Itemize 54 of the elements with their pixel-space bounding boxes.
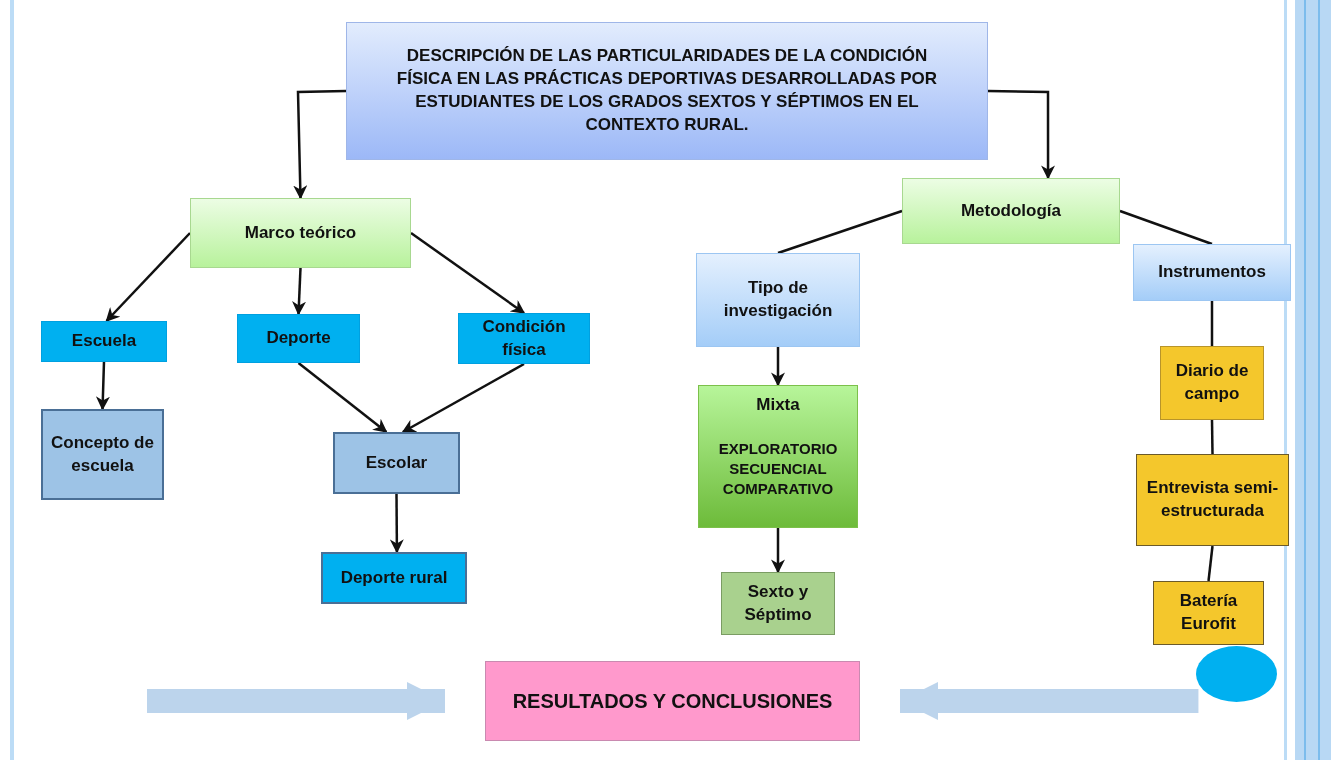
box-label: Marco teórico	[244, 221, 357, 244]
arrow	[389, 494, 404, 554]
connector-line	[777, 209, 903, 255]
title-box	[346, 22, 988, 160]
arrow	[771, 528, 785, 574]
arrow	[105, 232, 191, 322]
arrow	[297, 362, 388, 433]
method-box	[698, 385, 858, 528]
concept-box	[458, 313, 590, 364]
arrow	[410, 231, 526, 315]
method-box	[696, 253, 860, 347]
instrument-box	[1136, 454, 1289, 546]
concept-box	[333, 432, 460, 494]
box-note: EXPLORATORIO SECUENCIAL COMPARATIVO	[717, 438, 839, 500]
box-label: Instrumentos	[1158, 261, 1266, 284]
topic-box	[902, 178, 1120, 244]
connector-line	[1210, 420, 1214, 454]
box-label: Mixta	[756, 394, 800, 416]
box-label: Escuela	[71, 330, 137, 353]
box-label: Sexto y Séptimo	[743, 580, 813, 626]
method-box	[721, 572, 835, 635]
arrow	[95, 361, 110, 411]
box-label: Tipo de investigación	[722, 277, 834, 322]
concept-box	[321, 552, 467, 604]
ellipse-shape	[1196, 646, 1277, 702]
box-label: DESCRIPCIÓN DE LAS PARTICULARIDADES DE LA CONDICIÓN FÍSICA EN LAS PRÁCTICAS DEPORTIVAS DESARROLLADAS POR ESTUDIANTES DE LOS GRADOS SEXTOS Y SÉPTIMOS EN EL CONTEXTO RURAL.	[395, 45, 939, 136]
connector-line	[1207, 545, 1214, 582]
method-box	[1133, 244, 1291, 301]
block-arrow	[147, 682, 445, 720]
arrow	[293, 89, 347, 200]
box-label: Concepto de escuela	[50, 431, 155, 477]
concept-box	[237, 314, 360, 363]
instrument-box	[1160, 346, 1264, 420]
box-label: Entrevista semi-estructurada	[1145, 477, 1280, 522]
instrument-box	[1153, 581, 1264, 645]
topic-box	[190, 198, 411, 268]
block-arrow	[900, 682, 1199, 720]
box-label: Escolar	[365, 451, 428, 474]
arrow	[987, 89, 1056, 180]
concept-box	[41, 409, 164, 500]
box-label: Metodología	[960, 199, 1062, 222]
box-label: Deporte rural	[340, 566, 448, 589]
arrow	[771, 347, 785, 387]
concept-box	[41, 321, 167, 362]
connector-line	[1210, 301, 1214, 346]
result-box	[485, 661, 860, 741]
box-label: Deporte	[266, 327, 331, 350]
box-label: Condición física	[481, 315, 567, 361]
box-label: Diario de campo	[1174, 360, 1250, 405]
connector-line	[1119, 209, 1213, 246]
arrow	[292, 267, 307, 316]
box-label: RESULTADOS Y CONCLUSIONES	[512, 688, 833, 714]
box-label: Batería Eurofit	[1178, 590, 1239, 635]
arrow	[401, 362, 525, 434]
